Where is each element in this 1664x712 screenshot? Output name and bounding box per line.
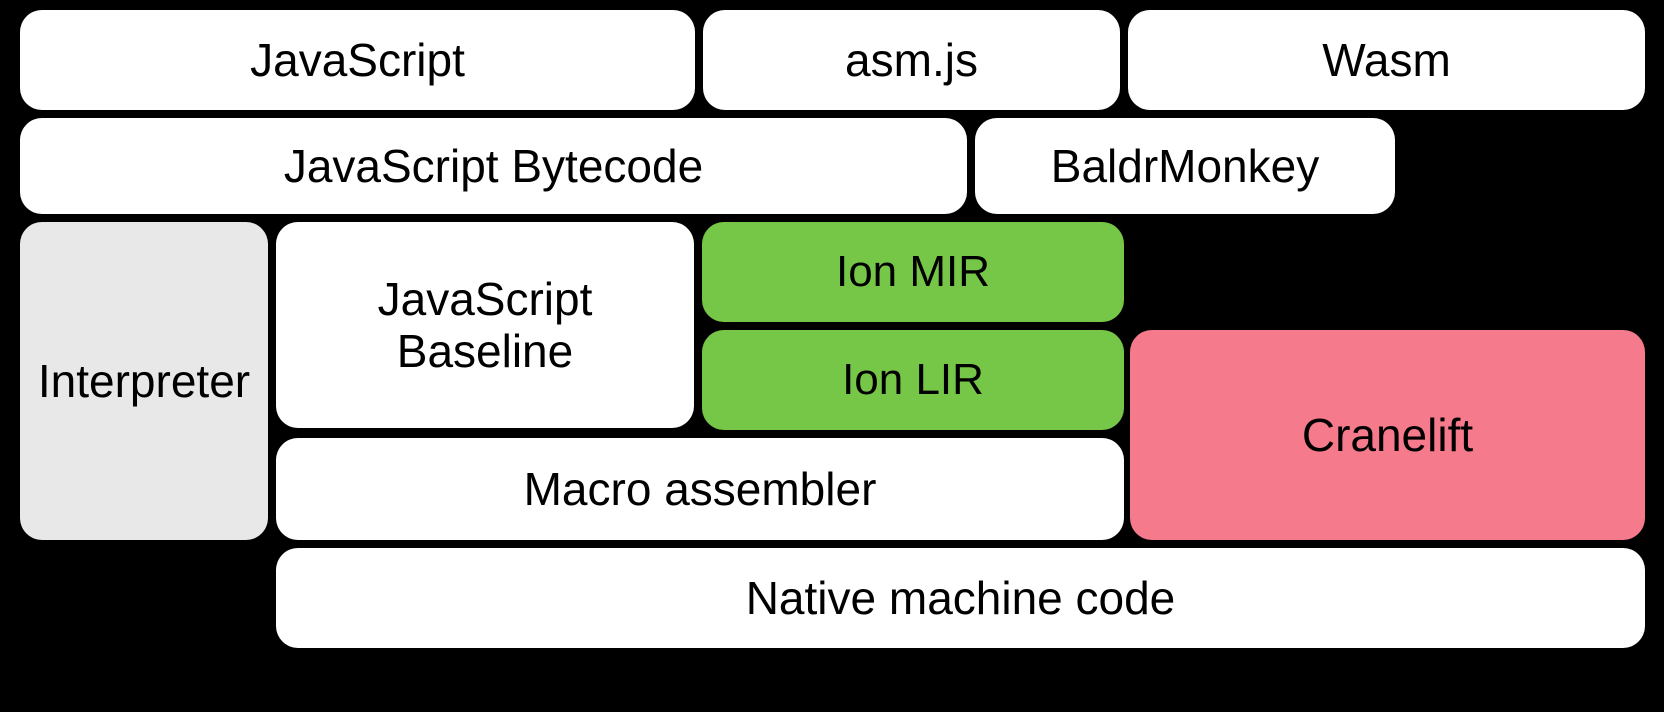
node-macro-assembler: Macro assembler (276, 438, 1124, 540)
node-javascript-bytecode: JavaScript Bytecode (20, 118, 967, 214)
node-label: Ion LIR (842, 354, 984, 404)
node-label: Macro assembler (523, 462, 877, 515)
node-native-machine-code: Native machine code (276, 548, 1645, 648)
node-ion-mir: Ion MIR (702, 222, 1124, 322)
node-label: JavaScript Baseline (377, 272, 593, 377)
node-baldrmonkey: BaldrMonkey (975, 118, 1395, 214)
node-label: Cranelift (1301, 408, 1474, 461)
node-javascript: JavaScript (20, 10, 695, 110)
node-label: Ion MIR (835, 246, 991, 296)
node-wasm: Wasm (1128, 10, 1645, 110)
node-label: Native machine code (745, 571, 1176, 624)
node-label: JavaScript (250, 33, 465, 86)
node-label: BaldrMonkey (1050, 139, 1320, 192)
node-interpreter: Interpreter (20, 222, 268, 540)
node-label: asm.js (845, 33, 978, 86)
node-javascript-baseline: JavaScript Baseline (276, 222, 694, 428)
node-label: Wasm (1322, 33, 1451, 86)
node-asm-js: asm.js (703, 10, 1120, 110)
node-cranelift: Cranelift (1130, 330, 1645, 540)
node-ion-lir: Ion LIR (702, 330, 1124, 430)
node-label: Interpreter (37, 354, 251, 407)
node-label: JavaScript Bytecode (283, 139, 704, 192)
